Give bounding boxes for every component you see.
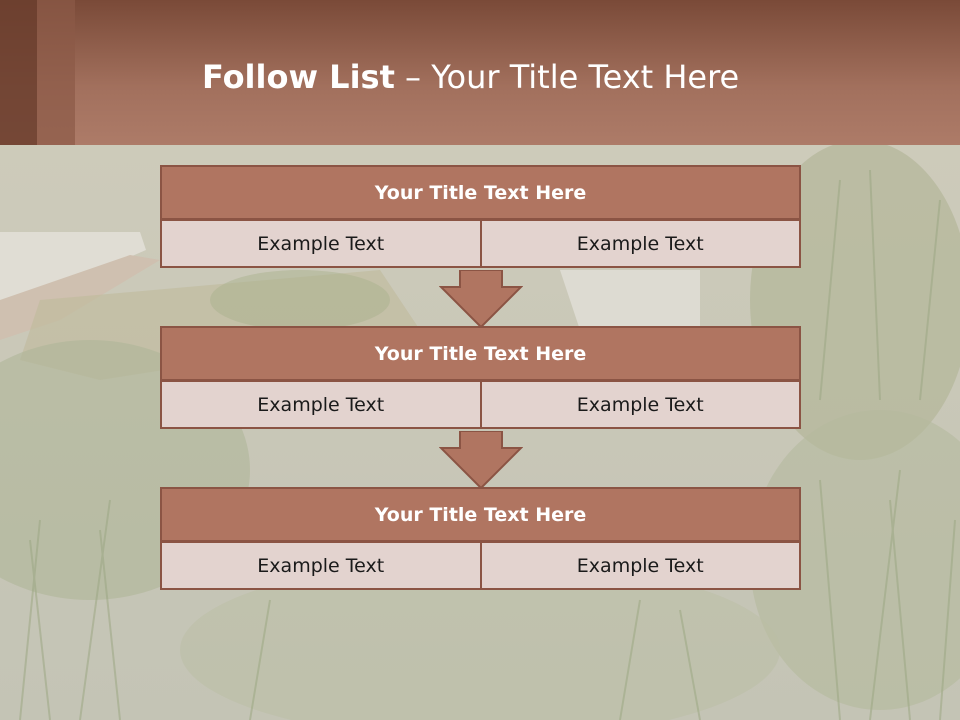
- header-accent-bar: [0, 0, 37, 145]
- step-row: Example Text Example Text: [160, 219, 801, 268]
- step-row: Example Text Example Text: [160, 380, 801, 429]
- step-cell-right: Example Text: [479, 541, 801, 590]
- step-cell-right: Example Text: [479, 219, 801, 268]
- down-arrow-icon: [439, 431, 523, 489]
- page-title: Follow List – Your Title Text Here: [202, 55, 739, 99]
- header-accent-bar: [37, 0, 75, 145]
- step-cell-left: Example Text: [160, 219, 482, 268]
- step-box: Your Title Text Here Example Text Exampl…: [160, 487, 801, 590]
- title-rest: – Your Title Text Here: [394, 58, 740, 96]
- title-bold: Follow List: [202, 58, 395, 96]
- down-arrow-icon: [439, 270, 523, 328]
- header-bar: [0, 0, 960, 145]
- step-cell-left: Example Text: [160, 380, 482, 429]
- step-cell-left: Example Text: [160, 541, 482, 590]
- step-cell-right: Example Text: [479, 380, 801, 429]
- step-title: Your Title Text Here: [160, 326, 801, 381]
- step-title: Your Title Text Here: [160, 165, 801, 220]
- step-box: Your Title Text Here Example Text Exampl…: [160, 326, 801, 429]
- step-box: Your Title Text Here Example Text Exampl…: [160, 165, 801, 268]
- step-title: Your Title Text Here: [160, 487, 801, 542]
- step-row: Example Text Example Text: [160, 541, 801, 590]
